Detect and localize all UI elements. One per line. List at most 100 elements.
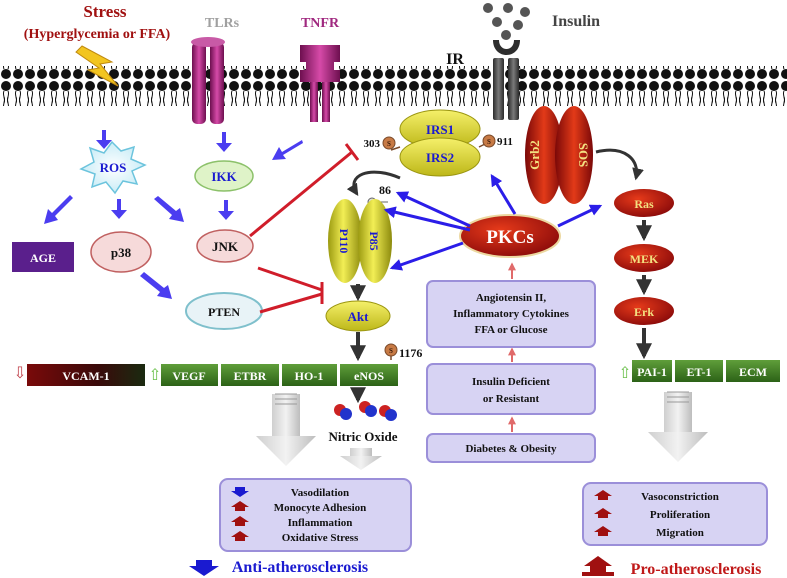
site-303-label: 303 (364, 138, 381, 150)
vcam-label: VCAM-1 (62, 369, 109, 383)
p38-node (90, 231, 152, 273)
deficiency-line-1: Insulin Deficient (472, 376, 550, 388)
sos-to-ras-curve (595, 148, 644, 181)
site-s-911: S (487, 138, 491, 146)
phospho-911-icon (478, 134, 496, 148)
et1-label: ET-1 (687, 365, 712, 379)
ecm-segment (726, 360, 780, 382)
deficiency-line-2: or Resistant (483, 393, 540, 405)
et1-segment (675, 360, 723, 382)
insulin-receptor (493, 40, 520, 120)
irs2-label: IRS2 (426, 150, 454, 165)
anti-atherosclerosis-label: Anti-atherosclerosis (232, 559, 368, 576)
age-label: AGE (30, 251, 56, 265)
etbr-label: ETBR (234, 369, 267, 383)
pi3k-complex (328, 199, 392, 283)
up-arrow-icon (231, 516, 249, 526)
insulin-molecules (483, 3, 530, 40)
erk-label: Erk (634, 305, 654, 319)
triggers-line-1: Angiotensin II, (476, 292, 547, 304)
vegf-label: VEGF (172, 369, 205, 383)
ikk-node (194, 160, 254, 192)
site-86-label: 86 (379, 183, 391, 197)
ecm-label: ECM (739, 365, 767, 379)
enos-segment (340, 364, 398, 386)
pro-up-icon (582, 556, 614, 576)
disease-label: Diabetes & Obesity (465, 443, 557, 455)
up-arrow-icon (231, 501, 249, 511)
p38-label: p38 (111, 245, 132, 260)
down-arrow-icon (231, 487, 249, 497)
big-arrow-left (256, 393, 316, 466)
irs-to-p85-curve (346, 170, 401, 197)
inhibition-lines (249, 143, 360, 314)
jnk-node (196, 229, 254, 263)
etbr-segment (221, 364, 279, 386)
pai1-segment (632, 360, 672, 382)
outcome-item: Oxidative Stress (282, 532, 359, 544)
lightning-icon (75, 45, 119, 87)
mek-label: MEK (630, 252, 659, 266)
p85-label: P85 (367, 231, 381, 250)
big-arrow-no (340, 448, 382, 470)
pkcs-node (459, 214, 561, 258)
age-box (12, 242, 74, 272)
ir-label: IR (446, 51, 464, 68)
pro-atherosclerosis-label: Pro-atherosclerosis (631, 561, 762, 578)
ras-label: Ras (634, 197, 654, 211)
ras-node (614, 189, 674, 217)
right-up-arrow-icon: ⇧ (618, 365, 631, 382)
grb2-sos-complex (525, 106, 593, 204)
stress-title: Stress (83, 2, 127, 21)
pkc-arrows (383, 173, 603, 271)
tnfr-receptor (300, 45, 340, 122)
grb2-label: Grb2 (527, 140, 542, 170)
enos-label: eNOS (354, 369, 384, 383)
irs-complex (399, 109, 481, 177)
pro-outcome-box (582, 482, 768, 546)
cell-membrane (0, 66, 787, 106)
pai1-label: PAI-1 (637, 365, 667, 379)
vcam-segment (27, 364, 145, 386)
ikk-label: IKK (211, 169, 237, 184)
big-arrow-right (648, 391, 708, 462)
sos-label: SOS (576, 143, 591, 168)
pten-label: PTEN (208, 305, 240, 319)
anti-outcome-box (219, 478, 412, 552)
outcome-item: Inflammation (288, 517, 353, 529)
phospho-1176-icon (384, 343, 398, 360)
up-arrow-icon (594, 526, 612, 536)
pkcs-label: PKCs (486, 227, 534, 248)
stress-subtitle: (Hyperglycemia or FFA) (24, 27, 171, 42)
triggers-box (426, 280, 596, 348)
triggers-line-2: Inflammatory Cytokines (453, 308, 570, 320)
site-1176-label: 1176 (399, 346, 422, 360)
down-arrow-icon: ⇩ (13, 365, 26, 382)
right-expression-bar: ⇧ PAI-1 ET-1 ECM (618, 360, 780, 382)
site-s-1176: S (389, 347, 393, 355)
outcome-item: Monocyte Adhesion (274, 502, 367, 514)
irs1-label: IRS1 (426, 122, 454, 137)
vegf-segment (161, 364, 218, 386)
left-expression-bar: ⇩ VCAM-1 ⇧ VEGF ETBR HO-1 eNOS (13, 364, 398, 386)
erk-node (614, 297, 674, 325)
deficiency-box (426, 363, 596, 415)
outcome-item: Vasodilation (291, 487, 349, 499)
no-molecules-icon (334, 401, 397, 421)
outcome-item: Migration (656, 527, 704, 539)
mek-node (614, 244, 674, 272)
ho1-label: HO-1 (295, 369, 324, 383)
outcome-item: Vasoconstriction (641, 491, 719, 503)
disease-box (426, 433, 596, 463)
tnfr-label: TNFR (301, 16, 340, 31)
outcome-item: Proliferation (650, 509, 710, 521)
akt-node (325, 300, 391, 332)
jnk-label: JNK (212, 239, 239, 254)
ros-burst (79, 140, 147, 195)
tlrs-label: TLRs (205, 16, 240, 31)
up-arrow-icon (231, 531, 249, 541)
insulin-label: Insulin (552, 13, 600, 30)
